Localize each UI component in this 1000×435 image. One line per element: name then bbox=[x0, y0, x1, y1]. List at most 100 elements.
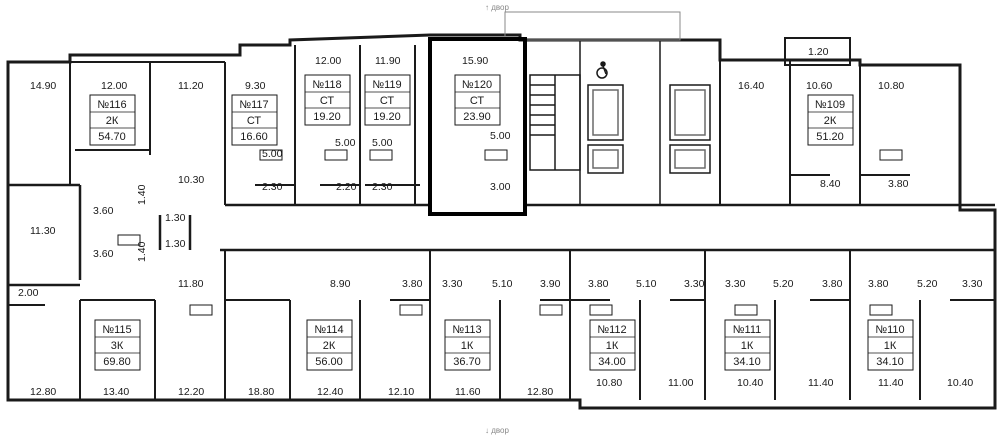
apartment-badge-118[interactable]: №118 СТ 19.20 bbox=[304, 74, 351, 126]
top-partitions bbox=[69, 45, 910, 205]
apartment-number: №111 bbox=[733, 324, 762, 336]
room-area-label: 10.80 bbox=[878, 80, 904, 92]
room-area-label: 3.80 bbox=[402, 278, 423, 290]
stair-elevator-core bbox=[504, 11, 851, 205]
apartment-number: №119 bbox=[372, 79, 401, 91]
room-area-label: 16.40 bbox=[738, 80, 764, 92]
room-area-label: 2.20 bbox=[336, 181, 357, 193]
room-area-label: 3.80 bbox=[868, 278, 889, 290]
room-area-label: 5.00 bbox=[490, 130, 511, 142]
room-area-label: 2.00 bbox=[18, 287, 39, 299]
apartment-area: 16.60 bbox=[240, 131, 268, 143]
room-area-label: 11.80 bbox=[178, 278, 204, 290]
room-area-label: 5.00 bbox=[372, 137, 393, 149]
room-area-label: 18.80 bbox=[248, 386, 274, 398]
apartment-type: 1К bbox=[606, 340, 619, 352]
room-area-label: 12.80 bbox=[527, 386, 553, 398]
room-area-label: 14.90 bbox=[30, 80, 56, 92]
apartment-badge-119[interactable]: №119 СТ 19.20 bbox=[364, 74, 411, 126]
room-area-label: 3.00 bbox=[490, 181, 511, 193]
apartment-badge-111[interactable]: №111 1К 34.10 bbox=[724, 319, 771, 371]
room-area-label: 2.30 bbox=[372, 181, 393, 193]
apartment-badge-117[interactable]: №117 СТ 16.60 bbox=[231, 94, 278, 146]
room-area-label: 1.20 bbox=[808, 46, 829, 58]
apartment-badge-110[interactable]: №110 1К 34.10 bbox=[867, 319, 914, 371]
apartment-type: СТ bbox=[320, 95, 335, 107]
room-area-label: 11.90 bbox=[375, 55, 401, 67]
apartment-area: 19.20 bbox=[373, 111, 401, 123]
apartment-badge-115[interactable]: №115 3К 69.80 bbox=[94, 319, 141, 371]
room-area-label: 11.20 bbox=[178, 80, 204, 92]
room-area-label: 5.10 bbox=[636, 278, 657, 290]
room-area-label: 1.40 bbox=[136, 241, 148, 262]
room-area-label: 12.00 bbox=[101, 80, 127, 92]
apartment-type: 1К bbox=[461, 340, 474, 352]
corridor-walls bbox=[8, 183, 995, 287]
room-area-label: 9.30 bbox=[245, 80, 266, 92]
apartment-type: СТ bbox=[247, 115, 262, 127]
apartment-type: СТ bbox=[470, 95, 485, 107]
outer-walls bbox=[6, 33, 997, 410]
apartment-area: 51.20 bbox=[816, 131, 844, 143]
highlighted-apartment-outline bbox=[428, 37, 527, 216]
apartment-area: 36.70 bbox=[453, 356, 481, 368]
room-area-label: 3.60 bbox=[93, 205, 114, 217]
apartment-area: 19.20 bbox=[313, 111, 341, 123]
room-area-label: 5.20 bbox=[773, 278, 794, 290]
room-area-label: 3.30 bbox=[684, 278, 705, 290]
apartment-number: №117 bbox=[239, 99, 268, 111]
room-area-label: 5.20 bbox=[917, 278, 938, 290]
apartment-area: 56.00 bbox=[315, 356, 343, 368]
apartment-badge-113[interactable]: №113 1К 36.70 bbox=[444, 319, 491, 371]
apartment-area: 54.70 bbox=[98, 131, 126, 143]
room-area-label: 11.00 bbox=[668, 377, 694, 389]
bathroom-fixtures bbox=[117, 149, 903, 316]
apartment-type: 2К bbox=[106, 115, 119, 127]
apartment-type: 2К bbox=[323, 340, 336, 352]
bottom-partitions bbox=[8, 250, 995, 400]
room-area-label: 3.30 bbox=[962, 278, 983, 290]
apartment-area: 34.00 bbox=[598, 356, 626, 368]
room-area-label: 1.30 bbox=[165, 212, 186, 224]
room-area-label: 15.90 bbox=[462, 55, 488, 67]
apartment-type: 1К bbox=[741, 340, 754, 352]
apartment-area: 69.80 bbox=[103, 356, 131, 368]
room-area-label: 8.40 bbox=[820, 178, 841, 190]
apartment-badge-109[interactable]: №109 2К 51.20 bbox=[807, 94, 854, 146]
apartment-type: 1К bbox=[884, 340, 897, 352]
room-area-label: 3.80 bbox=[822, 278, 843, 290]
apartment-type: 2К bbox=[824, 115, 837, 127]
apartment-badge-114[interactable]: №114 2К 56.00 bbox=[306, 319, 353, 371]
apartment-number: №112 bbox=[597, 324, 626, 336]
apartment-badge-120[interactable]: №120 СТ 23.90 bbox=[454, 74, 501, 126]
wheelchair-icon bbox=[596, 61, 608, 79]
room-area-label: 3.90 bbox=[540, 278, 561, 290]
apartment-number: №109 bbox=[815, 99, 845, 111]
room-area-label: 10.30 bbox=[178, 174, 204, 186]
room-area-label: 3.30 bbox=[725, 278, 746, 290]
apartment-number: №114 bbox=[314, 324, 343, 336]
room-area-label: 12.10 bbox=[388, 386, 414, 398]
room-area-label: 8.90 bbox=[330, 278, 351, 290]
room-area-label: 10.40 bbox=[737, 377, 763, 389]
apartment-type: 3К bbox=[111, 340, 124, 352]
apartment-number: №116 bbox=[97, 99, 126, 111]
room-area-label: 12.00 bbox=[315, 55, 341, 67]
apartment-area: 34.10 bbox=[876, 356, 904, 368]
entrance-label-top: ↑ двор bbox=[485, 3, 510, 12]
room-area-label: 1.30 bbox=[165, 238, 186, 250]
apartment-number: №110 bbox=[875, 324, 904, 336]
room-area-label: 11.60 bbox=[455, 386, 481, 398]
room-area-label: 3.60 bbox=[93, 248, 114, 260]
room-area-label: 11.40 bbox=[808, 377, 834, 389]
room-area-label: 5.10 bbox=[492, 278, 513, 290]
apartment-area: 23.90 bbox=[463, 111, 491, 123]
apartment-number: №118 bbox=[312, 79, 341, 91]
apartment-badge-112[interactable]: №112 1К 34.00 bbox=[589, 319, 636, 371]
apartment-type: СТ bbox=[380, 95, 395, 107]
room-area-label: 12.80 bbox=[30, 386, 56, 398]
room-area-label: 10.40 bbox=[947, 377, 973, 389]
room-area-label: 12.40 bbox=[317, 386, 343, 398]
apartment-badge-116[interactable]: №116 2К 54.70 bbox=[89, 94, 136, 146]
